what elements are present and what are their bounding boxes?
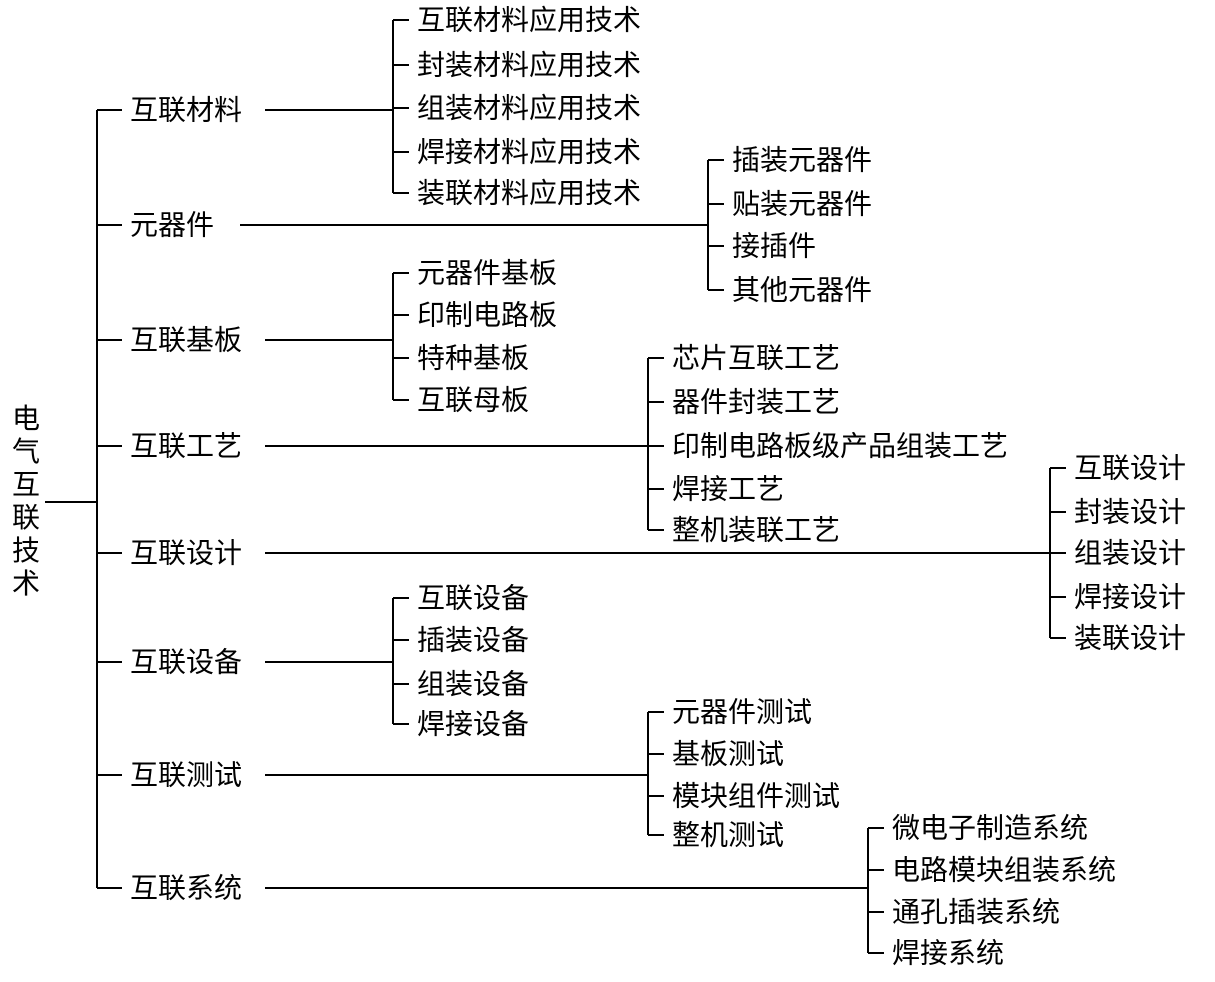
child-label: 焊接材料应用技术 <box>417 136 641 169</box>
child-label: 互联设计 <box>1074 452 1186 485</box>
child-label: 装联材料应用技术 <box>417 177 641 210</box>
child-label: 贴装元器件 <box>732 188 872 221</box>
child-label: 整机装联工艺 <box>672 514 840 547</box>
child-label: 焊接设计 <box>1074 581 1186 614</box>
child-label: 元器件基板 <box>417 257 557 290</box>
branch-label: 互联测试 <box>130 759 242 792</box>
branch-label: 互联材料 <box>130 94 242 127</box>
child-label: 其他元器件 <box>732 274 872 307</box>
child-label: 通孔插装系统 <box>892 896 1060 929</box>
child-label: 组装设备 <box>417 668 529 701</box>
child-label: 互联材料应用技术 <box>417 4 641 37</box>
branch-label: 元器件 <box>130 209 214 242</box>
child-label: 插装设备 <box>417 624 529 657</box>
branch-label: 互联基板 <box>130 324 242 357</box>
child-label: 焊接系统 <box>892 937 1004 970</box>
child-label: 电路模块组装系统 <box>892 854 1116 887</box>
child-label: 元器件测试 <box>672 696 812 729</box>
child-label: 印制电路板 <box>417 299 557 332</box>
branch-label: 互联设备 <box>130 646 242 679</box>
child-label: 封装设计 <box>1074 496 1186 529</box>
child-label: 器件封装工艺 <box>672 386 840 419</box>
child-label: 微电子制造系统 <box>892 812 1088 845</box>
child-label: 组装设计 <box>1074 537 1186 570</box>
child-label: 焊接工艺 <box>672 473 784 506</box>
branch-label: 互联工艺 <box>130 430 242 463</box>
child-label: 接插件 <box>732 230 816 263</box>
branch-label: 互联设计 <box>130 537 242 570</box>
child-label: 装联设计 <box>1074 622 1186 655</box>
child-label: 焊接设备 <box>417 708 529 741</box>
child-label: 组装材料应用技术 <box>417 92 641 125</box>
child-label: 芯片互联工艺 <box>672 342 840 375</box>
child-label: 封装材料应用技术 <box>417 49 641 82</box>
child-label: 互联设备 <box>417 582 529 615</box>
child-label: 模块组件测试 <box>672 780 840 813</box>
branch-label: 互联系统 <box>130 872 242 905</box>
child-label: 基板测试 <box>672 738 784 771</box>
child-label: 互联母板 <box>417 384 529 417</box>
child-label: 特种基板 <box>417 342 529 375</box>
child-label: 整机测试 <box>672 819 784 852</box>
root-label: 电气互联技术 <box>11 402 40 600</box>
child-label: 插装元器件 <box>732 144 872 177</box>
child-label: 印制电路板级产品组装工艺 <box>672 430 1008 463</box>
